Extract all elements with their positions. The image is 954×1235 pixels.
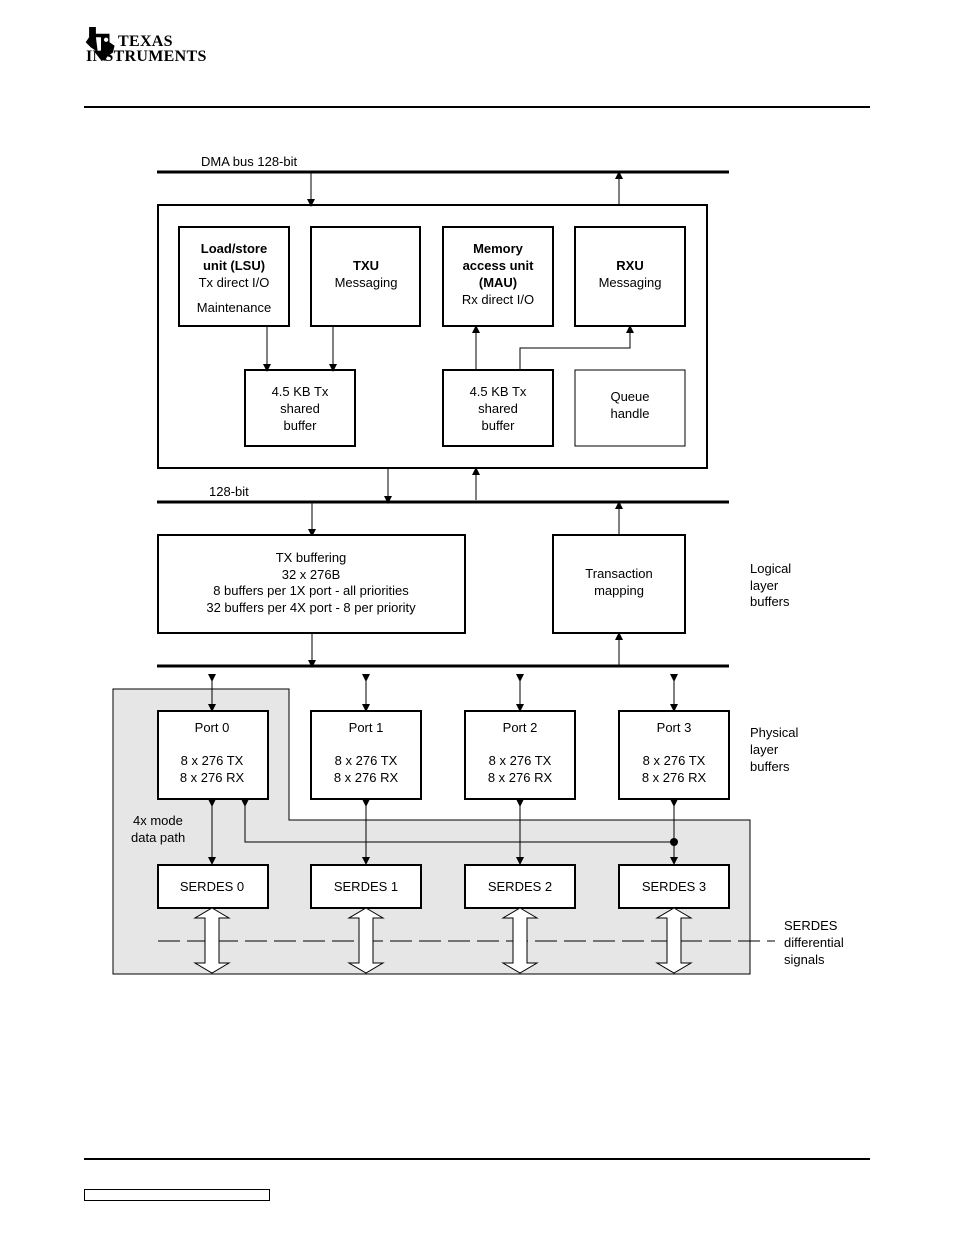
- rx-buffer-line1: 4.5 KB Tx: [470, 384, 527, 399]
- port-2-box: [464, 710, 576, 800]
- footer-box: [84, 1189, 270, 1201]
- serdes-label-line3: signals: [784, 952, 825, 967]
- serdes-2-double-arrow: [501, 907, 539, 974]
- tx-buffer-line3: buffer: [283, 418, 317, 433]
- logo-line1: TEXAS: [118, 33, 173, 50]
- serdes-0-double-arrow: [193, 907, 231, 974]
- mau-title2: access unit: [463, 258, 534, 273]
- port-1-box: [310, 710, 422, 800]
- transaction-line2: mapping: [594, 583, 644, 598]
- tx-buffering-line3: 8 buffers per 1X port - all priorities: [213, 583, 409, 598]
- logical-label-line1: Logical: [750, 561, 791, 576]
- mau-title1: Memory: [473, 241, 524, 256]
- tx-buffering-box: [157, 534, 466, 634]
- rx-shared-buffer-box: [442, 369, 554, 447]
- logical-label-line3: buffers: [750, 594, 790, 609]
- queue-handle-box: [574, 369, 686, 447]
- tx-buffering-line2: 32 x 276B: [282, 567, 341, 582]
- port-1-rx: 8 x 276 RX: [334, 770, 399, 785]
- mode-label-line1: 4x mode: [133, 813, 183, 828]
- port-2-rx: 8 x 276 RX: [488, 770, 553, 785]
- transaction-line1: Transaction: [585, 566, 652, 581]
- port-0-box: [157, 710, 269, 800]
- lsu-box: [178, 226, 290, 327]
- port-1-name: Port 1: [349, 720, 384, 735]
- mau-line1: Rx direct I/O: [462, 292, 534, 307]
- serdes-1-label: SERDES 1: [334, 879, 398, 894]
- port-3-name: Port 3: [657, 720, 692, 735]
- serdes-label-line2: differential: [784, 935, 844, 950]
- 4x-mode-junction: [670, 838, 678, 846]
- rx-buffer-line2: shared: [478, 401, 518, 416]
- serdes-0-label: SERDES 0: [180, 879, 244, 894]
- serdes-2-label: SERDES 2: [488, 879, 552, 894]
- physical-label-line1: Physical: [750, 725, 799, 740]
- rxu-box: [574, 226, 686, 327]
- txu-box: [310, 226, 421, 327]
- tx-buffer-line2: shared: [280, 401, 320, 416]
- port-0-tx: 8 x 276 TX: [181, 753, 244, 768]
- serdes-3-double-arrow: [655, 907, 693, 974]
- mau-box: [442, 226, 554, 327]
- txu-line1: Messaging: [335, 275, 398, 290]
- tx-buffering-line4: 32 buffers per 4X port - 8 per priority: [206, 600, 416, 615]
- queue-line1: Queue: [610, 389, 649, 404]
- logical-label-line2: layer: [750, 578, 779, 593]
- arrow-rxbuf-rxu: [519, 325, 634, 369]
- physical-label-line2: layer: [750, 742, 779, 757]
- port-3-tx: 8 x 276 TX: [643, 753, 706, 768]
- lsu-title2: unit (LSU): [203, 258, 265, 273]
- logo-line2: INSTRUMENTS: [86, 48, 207, 65]
- serdes-label-line1: SERDES: [784, 918, 838, 933]
- header-rule: [84, 106, 870, 108]
- port-0-name: Port 0: [195, 720, 230, 735]
- serdes-0-box: [157, 864, 269, 909]
- serdes-3-label: SERDES 3: [642, 879, 706, 894]
- port-2-name: Port 2: [503, 720, 538, 735]
- rx-buffer-line3: buffer: [481, 418, 515, 433]
- port-2-tx: 8 x 276 TX: [489, 753, 552, 768]
- inner-bus-label: 128-bit: [209, 484, 249, 499]
- physical-shade: [112, 688, 751, 975]
- footer-rule: [84, 1158, 870, 1160]
- lsu-line2: Maintenance: [197, 300, 271, 315]
- serdes-1-box: [310, 864, 422, 909]
- mode-label-line2: data path: [131, 830, 185, 845]
- txu-title: TXU: [353, 258, 379, 273]
- port-0-rx: 8 x 276 RX: [180, 770, 245, 785]
- lsu-line1: Tx direct I/O: [199, 275, 270, 290]
- lsu-title1: Load/store: [201, 241, 267, 256]
- physical-label-line3: buffers: [750, 759, 790, 774]
- serdes-1-double-arrow: [347, 907, 385, 974]
- serdes-2-box: [464, 864, 576, 909]
- rxu-title: RXU: [616, 258, 643, 273]
- 4x-mode-path: [241, 799, 674, 843]
- mau-title3: (MAU): [479, 275, 517, 290]
- port-3-rx: 8 x 276 RX: [642, 770, 707, 785]
- serdes-3-box: [618, 864, 730, 909]
- tx-buffering-line1: TX buffering: [276, 550, 347, 565]
- transaction-mapping-box: [552, 534, 686, 634]
- tx-buffer-line1: 4.5 KB Tx: [272, 384, 329, 399]
- tx-shared-buffer-box: [244, 369, 356, 447]
- texas-state-icon: [85, 27, 115, 61]
- port-1-tx: 8 x 276 TX: [335, 753, 398, 768]
- queue-line2: handle: [610, 406, 649, 421]
- dma-bus-label: DMA bus 128-bit: [201, 154, 297, 169]
- rxu-line1: Messaging: [599, 275, 662, 290]
